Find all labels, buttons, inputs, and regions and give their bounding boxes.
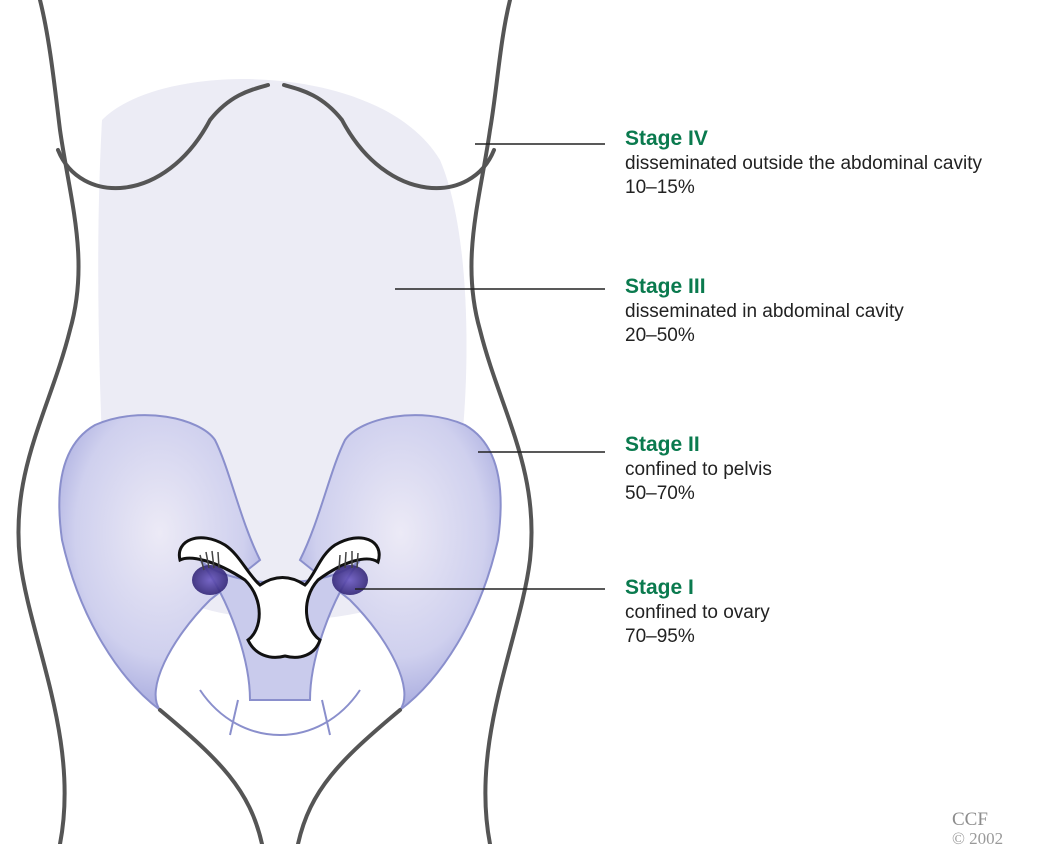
stage-ii-survival: 50–70%: [625, 482, 772, 506]
stage-iii-label-group: Stage III disseminated in abdominal cavi…: [625, 274, 904, 348]
copyright-year: © 2002: [952, 830, 1003, 848]
stage-i-description: confined to ovary: [625, 601, 770, 625]
stage-iii-title: Stage III: [625, 274, 904, 300]
stage-iii-description: disseminated in abdominal cavity: [625, 300, 904, 324]
stage-i-label-group: Stage I confined to ovary 70–95%: [625, 575, 770, 649]
stage-iii-survival: 20–50%: [625, 324, 904, 348]
stage-ii-label-group: Stage II confined to pelvis 50–70%: [625, 432, 772, 506]
stage-ii-title: Stage II: [625, 432, 772, 458]
stage-iv-description: disseminated outside the abdominal cavit…: [625, 152, 982, 176]
left-ovary: [192, 565, 228, 595]
stage-iv-label-group: Stage IV disseminated outside the abdomi…: [625, 126, 982, 200]
stage-ii-description: confined to pelvis: [625, 458, 772, 482]
stage-iv-survival: 10–15%: [625, 176, 982, 200]
stage-i-title: Stage I: [625, 575, 770, 601]
stage-iv-title: Stage IV: [625, 126, 982, 152]
copyright-mark: CCF: [952, 810, 988, 830]
right-ovary: [332, 565, 368, 595]
stage-i-survival: 70–95%: [625, 625, 770, 649]
